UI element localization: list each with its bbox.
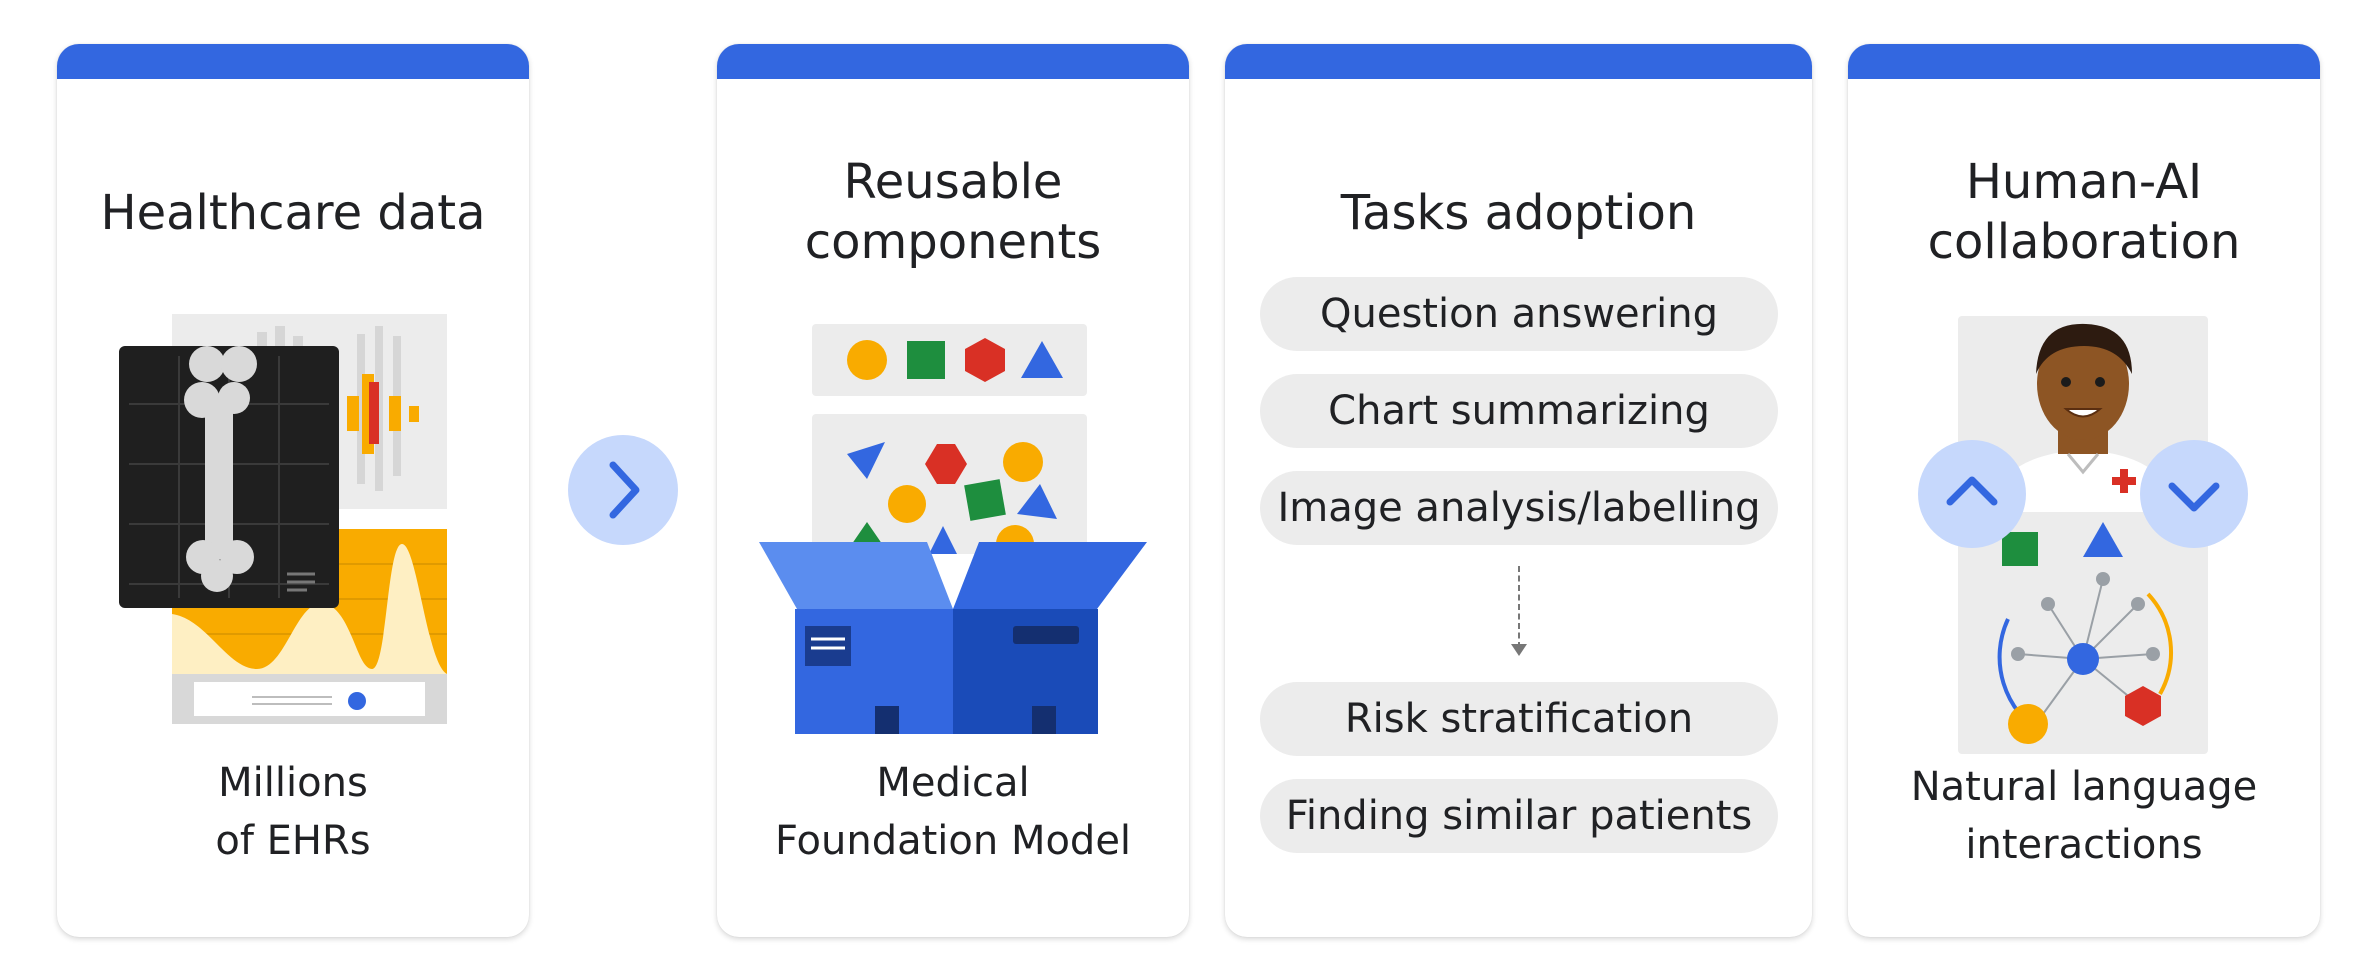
human-ai-illustration [1958, 316, 2208, 754]
chevron-up-icon[interactable] [1918, 440, 2026, 548]
dashed-arrow-head [1511, 644, 1527, 656]
chevron-right-icon [568, 435, 678, 545]
card-reusable-components: Reusable components [717, 44, 1189, 937]
dashed-down-arrow-icon [1518, 566, 1520, 648]
card-accent-bar [1848, 44, 2320, 79]
card-title: Human-AI collaboration [1927, 154, 2241, 270]
doctor-avatar-icon [1993, 323, 2173, 512]
network-graph-icon [1997, 522, 2174, 744]
card-title: Reusable components [804, 154, 1102, 270]
card-healthcare-data: Healthcare data [57, 44, 529, 937]
task-pill: Chart summarizing [1260, 374, 1778, 448]
card-footer: Medical Foundation Model [774, 760, 1132, 864]
card-title: Tasks adoption [1340, 185, 1697, 241]
open-box-icon [759, 542, 1147, 734]
card-human-ai-collaboration: Human-AI collaboration [1848, 44, 2320, 937]
shapes-strip-icon [812, 324, 1087, 396]
card-footer: Millions of EHRs [215, 760, 371, 864]
healthcare-data-illustration [119, 314, 447, 724]
reusable-components-illustration [759, 324, 1147, 734]
task-pill: Image analysis/labelling [1260, 471, 1778, 545]
chevron-down-icon[interactable] [2140, 440, 2248, 548]
card-footer: Natural language interactions [1910, 764, 2258, 868]
card-accent-bar [717, 44, 1189, 79]
card-accent-bar [1225, 44, 1812, 79]
card-accent-bar [57, 44, 529, 79]
xray-bone-icon [119, 346, 339, 608]
task-pill: Risk stratification [1260, 682, 1778, 756]
card-tasks-adoption: Tasks adoption Question answering Chart … [1225, 44, 1812, 937]
task-pill: Finding similar patients [1260, 779, 1778, 853]
card-title: Healthcare data [100, 185, 486, 241]
task-pill: Question answering [1260, 277, 1778, 351]
